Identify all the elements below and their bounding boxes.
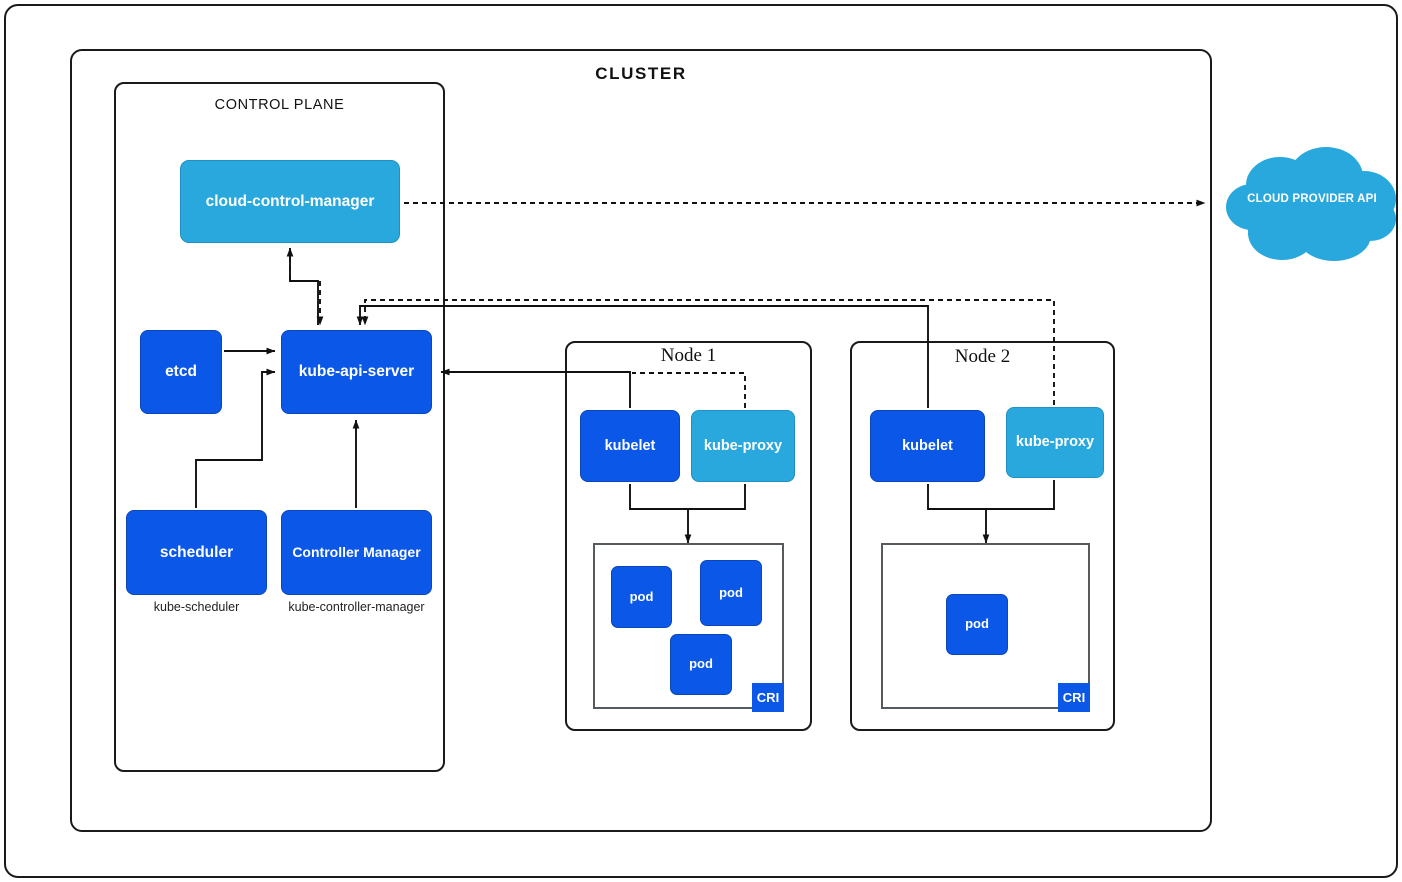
- component-controller-manager[interactable]: Controller Manager: [281, 510, 432, 595]
- component-cloud-control-manager[interactable]: cloud-control-manager: [180, 160, 400, 243]
- cloud-provider-api-shape[interactable]: [1222, 141, 1402, 266]
- diagram-outer-frame: [4, 4, 1398, 878]
- node-2-cri-badge: CRI: [1058, 683, 1090, 712]
- control-plane-title: CONTROL PLANE: [214, 97, 345, 113]
- controller-manager-caption: kube-controller-manager: [288, 600, 425, 614]
- cluster-frame: [70, 49, 1212, 832]
- node-1-title: Node 1: [660, 345, 717, 366]
- component-etcd[interactable]: etcd: [140, 330, 222, 414]
- cluster-title: CLUSTER: [595, 64, 687, 83]
- node-1-pod-1[interactable]: pod: [611, 566, 672, 628]
- control-plane-frame: [114, 82, 445, 772]
- component-scheduler[interactable]: scheduler: [126, 510, 267, 595]
- node-1-pod-3[interactable]: pod: [670, 634, 732, 695]
- cloud-provider-api-label: CLOUD PROVIDER API: [1247, 193, 1377, 205]
- cloud-icon: [1226, 147, 1396, 261]
- node-2-kubelet[interactable]: kubelet: [870, 410, 985, 482]
- node-1-kube-proxy[interactable]: kube-proxy: [691, 410, 795, 482]
- node-2-pod-1[interactable]: pod: [946, 594, 1008, 655]
- component-kube-api-server[interactable]: kube-api-server: [281, 330, 432, 414]
- node-1-kubelet[interactable]: kubelet: [580, 410, 680, 482]
- node-1-pod-2[interactable]: pod: [700, 560, 762, 626]
- node-2-kube-proxy[interactable]: kube-proxy: [1006, 407, 1104, 478]
- scheduler-caption: kube-scheduler: [153, 600, 240, 614]
- node-2-title: Node 2: [954, 346, 1011, 367]
- node-1-cri-badge: CRI: [752, 683, 784, 712]
